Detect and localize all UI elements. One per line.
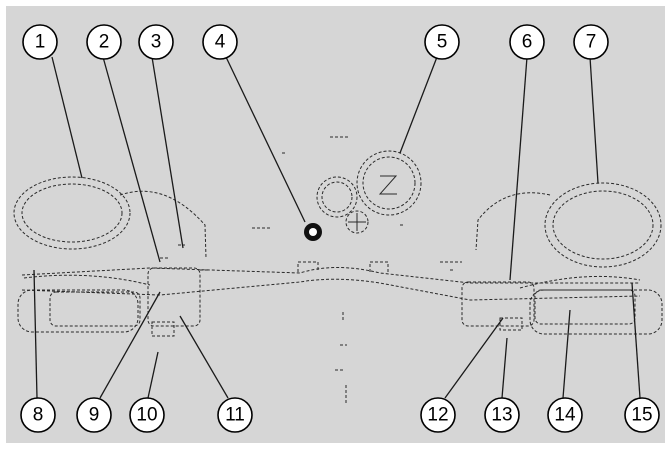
svg-text:5: 5 [437,32,448,53]
callout-4: 4 [203,25,237,59]
callout-3: 3 [139,25,173,59]
callout-6: 6 [510,25,544,59]
svg-text:15: 15 [631,405,652,426]
svg-text:1: 1 [35,32,46,53]
callout-10: 10 [130,398,164,432]
callout-14: 14 [548,398,582,432]
svg-text:4: 4 [215,32,226,53]
svg-text:9: 9 [89,405,100,426]
callout-12: 12 [421,398,455,432]
svg-text:6: 6 [522,32,533,53]
callout-15: 15 [625,398,659,432]
svg-text:13: 13 [491,405,512,426]
svg-text:12: 12 [427,405,448,426]
svg-text:14: 14 [554,405,576,426]
svg-text:3: 3 [151,32,162,53]
callout-1: 1 [23,25,57,59]
callout-2: 2 [87,25,121,59]
callout-9: 9 [77,398,111,432]
callout-8: 8 [21,398,55,432]
callout-11: 11 [218,398,252,432]
svg-text:8: 8 [33,405,44,426]
svg-text:11: 11 [225,405,245,426]
callout-7: 7 [574,25,608,59]
callout-5: 5 [425,25,459,59]
svg-text:10: 10 [136,405,157,426]
svg-text:7: 7 [586,32,597,53]
diagram-background [6,6,665,443]
callout-13: 13 [485,398,519,432]
svg-text:2: 2 [99,32,110,53]
